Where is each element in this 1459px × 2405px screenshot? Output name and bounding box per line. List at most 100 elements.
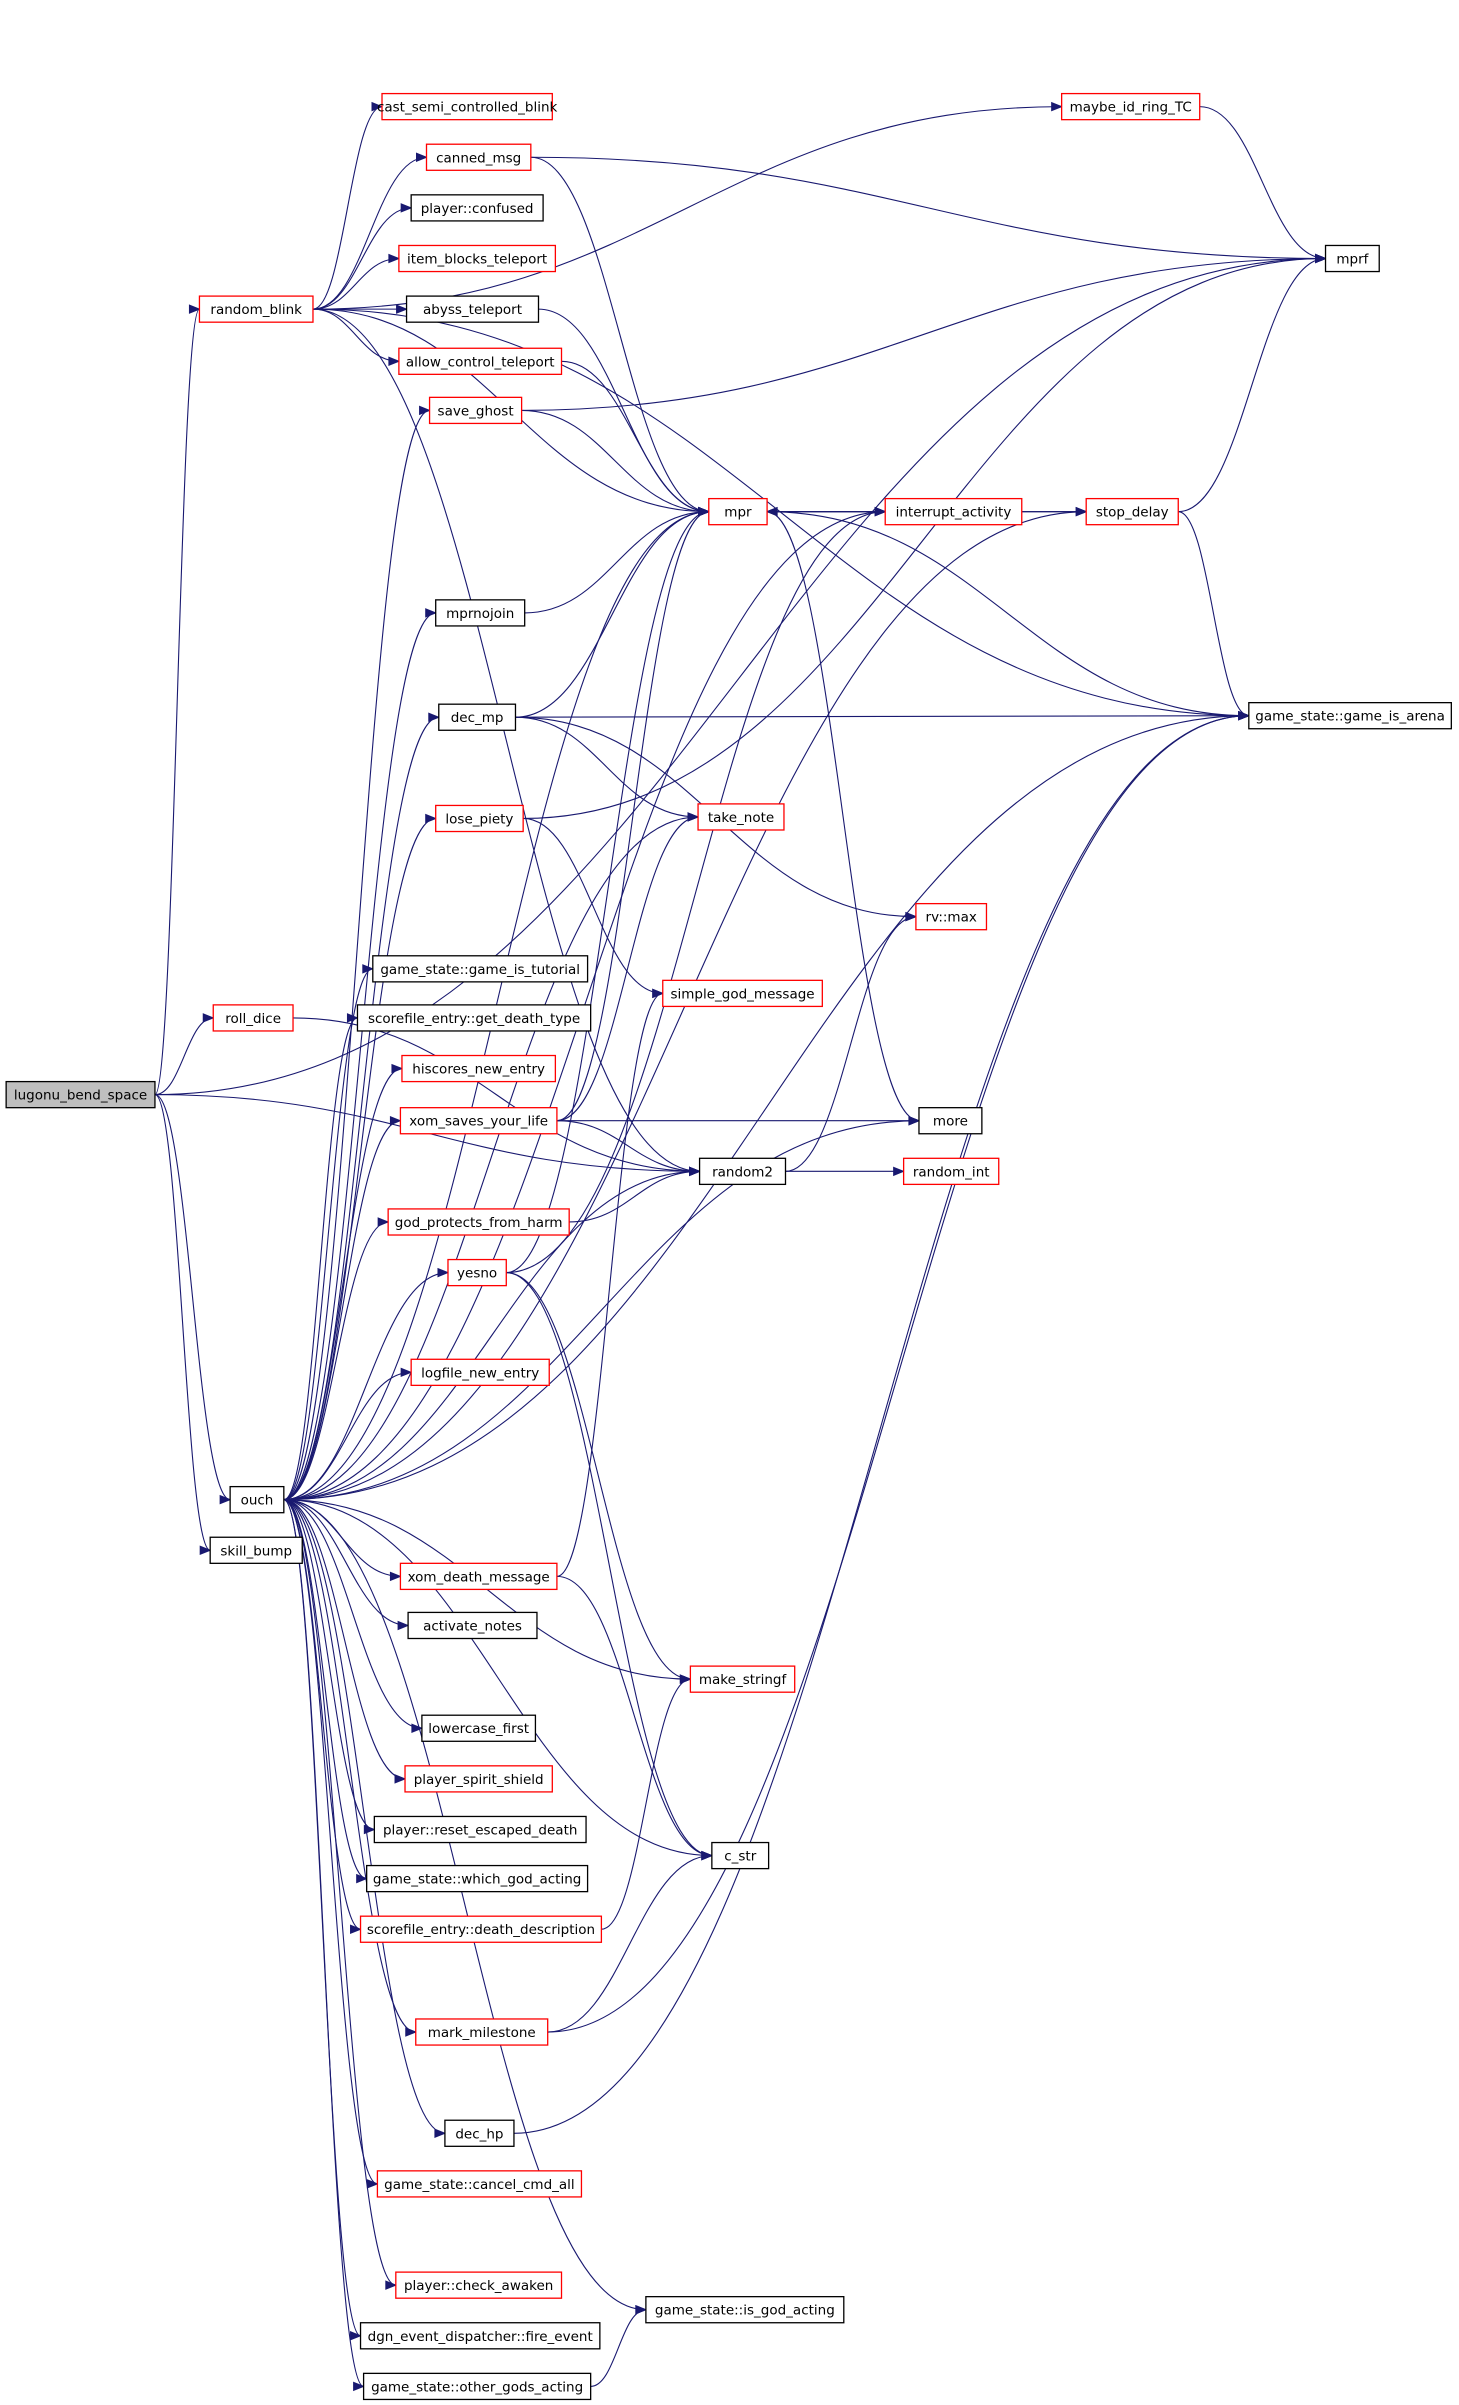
node-box[interactable] (1324, 244, 1380, 273)
node-player-confused[interactable]: player::confused (410, 194, 544, 222)
node-gs-game-is-arena[interactable]: game_state::game_is_arena (1248, 702, 1452, 730)
node-box[interactable] (366, 1864, 589, 1893)
node-box[interactable] (404, 1765, 553, 1793)
node-hiscores-new-entry[interactable]: hiscores_new_entry (401, 1054, 557, 1083)
node-dgn-fire-event[interactable]: dgn_event_dispatcher::fire_event (359, 2322, 601, 2350)
node-mprf[interactable]: mprf (1324, 244, 1380, 273)
node-box[interactable] (428, 396, 523, 425)
node-box[interactable] (1248, 702, 1452, 730)
node-player-check-awaken[interactable]: player::check_awaken (395, 2271, 563, 2299)
node-gs-which-god-acting[interactable]: game_state::which_god_acting (366, 1864, 589, 1893)
node-box[interactable] (405, 295, 540, 323)
node-box[interactable] (444, 2119, 515, 2147)
node-skill-bump[interactable]: skill_bump (209, 1536, 303, 1564)
node-box[interactable] (902, 1157, 1000, 1186)
node-god-protects-from-harm[interactable]: god_protects_from_harm (387, 1208, 570, 1236)
node-box[interactable] (410, 1358, 550, 1387)
node-box[interactable] (697, 803, 785, 831)
node-box[interactable] (395, 2271, 563, 2299)
node-box[interactable] (884, 497, 1023, 526)
node-box[interactable] (398, 244, 557, 273)
node-box[interactable] (376, 2170, 583, 2198)
node-interrupt-activity[interactable]: interrupt_activity (884, 497, 1023, 526)
node-simple-god-message[interactable]: simple_god_message (662, 979, 823, 1008)
node-box[interactable] (373, 1815, 587, 1844)
node-roll-dice[interactable]: roll_dice (212, 1004, 294, 1032)
node-lose-piety[interactable]: lose_piety (435, 804, 524, 833)
node-box[interactable] (447, 1258, 507, 1287)
node-mprnojoin[interactable]: mprnojoin (435, 599, 526, 627)
node-ouch[interactable]: ouch (229, 1485, 285, 1514)
node-box[interactable] (918, 1107, 983, 1135)
node-box[interactable] (212, 1004, 294, 1032)
node-random-int[interactable]: random_int (902, 1157, 1000, 1186)
node-save-ghost[interactable]: save_ghost (428, 396, 523, 425)
node-c-str[interactable]: c_str (711, 1841, 770, 1870)
node-maybe-id-ring-TC[interactable]: maybe_id_ring_TC (1060, 92, 1201, 121)
node-canned-msg[interactable]: canned_msg (425, 143, 532, 171)
node-box[interactable] (398, 347, 563, 375)
node-box[interactable] (372, 955, 589, 983)
node-abyss-teleport[interactable]: abyss_teleport (405, 295, 540, 323)
node-sfe-get-death-type[interactable]: scorefile_entry::get_death_type (356, 1004, 592, 1032)
node-xom-death-message[interactable]: xom_death_message (399, 1562, 558, 1591)
node-box[interactable] (387, 1208, 570, 1236)
node-stop-delay[interactable]: stop_delay (1085, 497, 1179, 526)
node-make-stringf[interactable]: make_stringf (689, 1665, 796, 1693)
node-more[interactable]: more (918, 1107, 983, 1135)
node-logfile-new-entry[interactable]: logfile_new_entry (410, 1358, 550, 1387)
node-box[interactable] (5, 1080, 156, 1109)
node-gs-cancel-cmd-all[interactable]: game_state::cancel_cmd_all (376, 2170, 583, 2198)
node-box[interactable] (410, 194, 544, 222)
node-box[interactable] (689, 1665, 796, 1693)
node-random2[interactable]: random2 (698, 1157, 787, 1186)
node-box[interactable] (662, 979, 823, 1008)
node-box[interactable] (359, 1915, 603, 1943)
node-mark-milestone[interactable]: mark_milestone (415, 2018, 549, 2046)
node-box[interactable] (1060, 92, 1201, 121)
node-box[interactable] (415, 2018, 549, 2046)
node-lugonu-bend-space[interactable]: lugonu_bend_space (5, 1080, 156, 1109)
node-activate-notes[interactable]: activate_notes (407, 1611, 538, 1640)
node-dec-mp[interactable]: dec_mp (438, 703, 517, 731)
node-sfe-death-description[interactable]: scorefile_entry::death_description (359, 1915, 603, 1943)
node-rv-max[interactable]: rv::max (915, 902, 988, 931)
node-box[interactable] (645, 2296, 845, 2324)
node-cast-semi-controlled-blink[interactable]: cast_semi_controlled_blink (377, 92, 558, 121)
node-box[interactable] (209, 1536, 303, 1564)
node-box[interactable] (198, 295, 314, 323)
node-box[interactable] (399, 1562, 558, 1591)
node-box[interactable] (229, 1485, 285, 1514)
node-box[interactable] (711, 1841, 770, 1870)
node-take-note[interactable]: take_note (697, 803, 785, 831)
node-xom-saves-your-life[interactable]: xom_saves_your_life (399, 1107, 558, 1135)
node-yesno[interactable]: yesno (447, 1258, 507, 1287)
node-player-reset-escaped-death[interactable]: player::reset_escaped_death (373, 1815, 587, 1844)
node-mpr[interactable]: mpr (708, 497, 768, 526)
node-gs-other-gods-acting[interactable]: game_state::other_gods_acting (362, 2372, 592, 2401)
node-gs-is-god-acting[interactable]: game_state::is_god_acting (645, 2296, 845, 2324)
node-gs-game-is-tutorial[interactable]: game_state::game_is_tutorial (372, 955, 589, 983)
node-box[interactable] (401, 1054, 557, 1083)
node-box[interactable] (698, 1157, 787, 1186)
node-box[interactable] (425, 143, 532, 171)
node-box[interactable] (708, 497, 768, 526)
node-box[interactable] (362, 2372, 592, 2401)
node-box[interactable] (1085, 497, 1179, 526)
node-box[interactable] (435, 804, 524, 833)
node-box[interactable] (421, 1714, 537, 1742)
node-box[interactable] (356, 1004, 592, 1032)
node-box[interactable] (435, 599, 526, 627)
node-box[interactable] (359, 2322, 601, 2350)
node-box[interactable] (399, 1107, 558, 1135)
node-dec-hp[interactable]: dec_hp (444, 2119, 515, 2147)
node-box[interactable] (381, 92, 553, 121)
node-random-blink[interactable]: random_blink (198, 295, 314, 323)
node-player-spirit-shield[interactable]: player_spirit_shield (404, 1765, 553, 1793)
node-lowercase-first[interactable]: lowercase_first (421, 1714, 537, 1742)
node-item-blocks-teleport[interactable]: item_blocks_teleport (398, 244, 557, 273)
node-allow-control-teleport[interactable]: allow_control_teleport (398, 347, 563, 375)
node-box[interactable] (407, 1611, 538, 1640)
node-box[interactable] (915, 902, 988, 931)
node-box[interactable] (438, 703, 517, 731)
